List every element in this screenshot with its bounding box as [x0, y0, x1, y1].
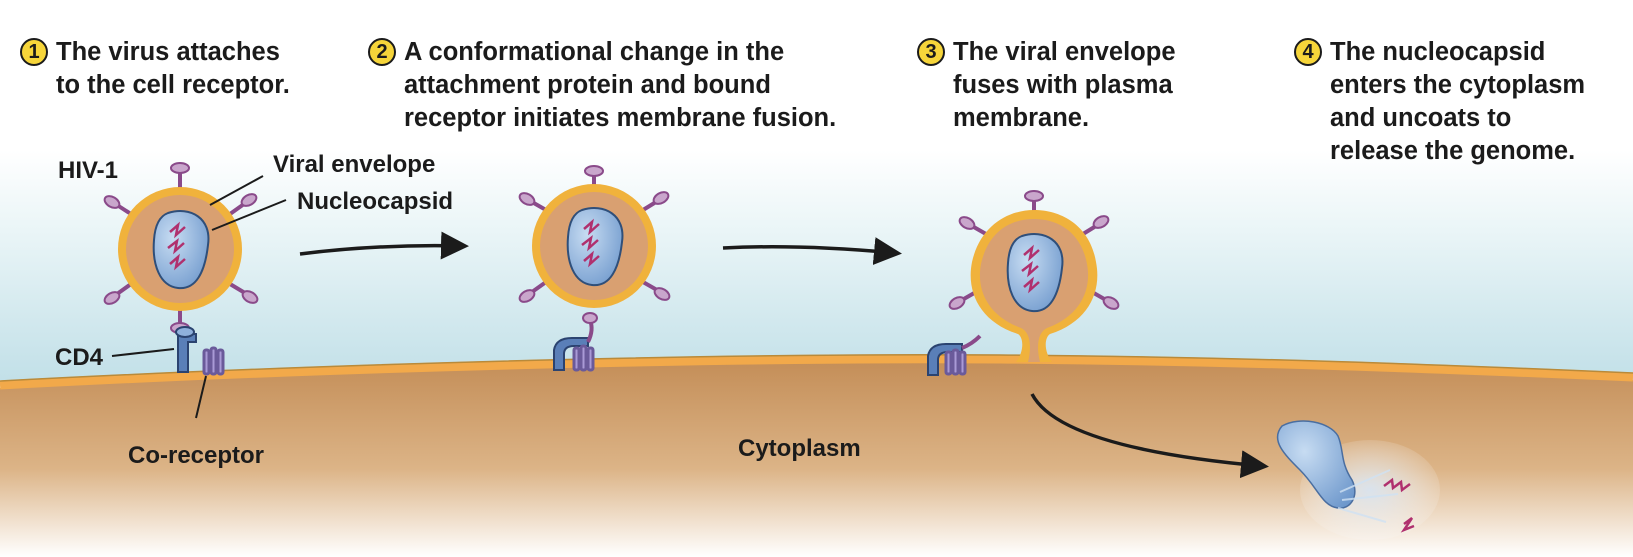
uncoating-nucleocapsid — [1276, 420, 1440, 540]
extracellular-space — [0, 150, 1633, 380]
label-hiv-1: HIV-1 — [58, 157, 119, 184]
receptor-complex-step3 — [927, 334, 982, 376]
step-3-text: The viral envelope fuses with plasma mem… — [953, 38, 1176, 132]
step-4-number: 4 — [1294, 38, 1322, 66]
arrow-step2-to-step3 — [722, 237, 902, 265]
step-2-number: 2 — [368, 38, 396, 66]
plasma-membrane-edge — [0, 354, 1633, 382]
label-co-receptor: Co-receptor — [128, 442, 265, 469]
virion-step2 — [518, 165, 671, 308]
label-cytoplasm: Cytoplasm — [738, 435, 861, 462]
virion-step3-fusing — [948, 190, 1120, 362]
arrow-step3-to-step4 — [1030, 393, 1269, 479]
step-1-caption: 1 The virus attaches to the cell recepto… — [20, 36, 350, 102]
receptor-complex-step2 — [553, 312, 598, 372]
step-1-number: 1 — [20, 38, 48, 66]
arrow-step1-to-step2 — [299, 231, 469, 260]
cytoplasm-region — [0, 361, 1633, 557]
step-1-text: The virus attaches to the cell receptor. — [56, 38, 290, 99]
virion-step1 — [103, 162, 259, 334]
cd4-receptor-step1 — [175, 326, 197, 373]
step-2-caption: 2 A conformational change in the attachm… — [368, 36, 928, 135]
released-genome — [1383, 477, 1415, 533]
step-2-text: A conformational change in the attachmen… — [404, 38, 837, 132]
coreceptor-step1 — [202, 346, 225, 376]
step-3-number: 3 — [917, 38, 945, 66]
label-cd4: CD4 — [55, 344, 104, 371]
step-4-text: The nucleocapsid enters the cytoplasm an… — [1330, 38, 1586, 165]
leader-lines — [111, 175, 287, 419]
step-4-caption: 4 The nucleocapsid enters the cytoplasm … — [1294, 36, 1614, 168]
step-3-caption: 3 The viral envelope fuses with plasma m… — [917, 36, 1217, 135]
plasma-membrane — [0, 354, 1633, 390]
label-viral-envelope: Viral envelope — [273, 151, 436, 178]
label-nucleocapsid: Nucleocapsid — [297, 188, 454, 215]
